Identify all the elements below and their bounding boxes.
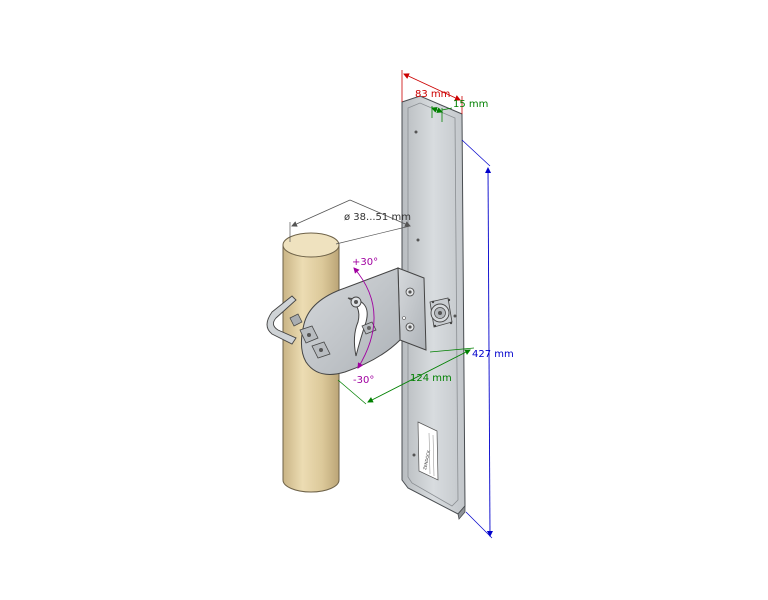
product-label-brand: ZENDOCK	[422, 449, 431, 470]
dimension-depth: 15 mm	[431, 99, 488, 122]
u-bolt	[266, 295, 331, 359]
dimension-tilt: +30° -30°	[352, 257, 378, 386]
dimension-mount-offset: 124 mm	[337, 347, 475, 405]
dimension-mount-offset-label: 124 mm	[410, 373, 452, 384]
pivot-bolt	[350, 296, 362, 308]
mounting-bracket	[266, 267, 427, 375]
dimension-height-label: 427 mm	[472, 349, 514, 360]
dimension-height: 427 mm	[461, 139, 514, 539]
dimension-tilt-down-label: -30°	[353, 375, 374, 386]
product-label: ZENDOCK	[417, 421, 439, 481]
antenna-panel: ZENDOCK	[401, 95, 466, 520]
dimension-width-label: 83 mm	[415, 89, 450, 100]
panel-hole-right	[453, 314, 457, 318]
panel-hole-low	[412, 453, 416, 457]
n-connector	[429, 297, 453, 328]
panel-hole-top	[414, 130, 418, 134]
panel-hole-mid	[416, 238, 420, 242]
dimension-pipe-diameter: ø 38...51 mm	[289, 199, 411, 245]
dimension-pipe-diameter-label: ø 38...51 mm	[344, 212, 411, 223]
dimension-depth-label: 15 mm	[453, 99, 488, 110]
dimension-width: 83 mm	[401, 70, 463, 114]
dimension-tilt-up-label: +30°	[352, 257, 378, 268]
